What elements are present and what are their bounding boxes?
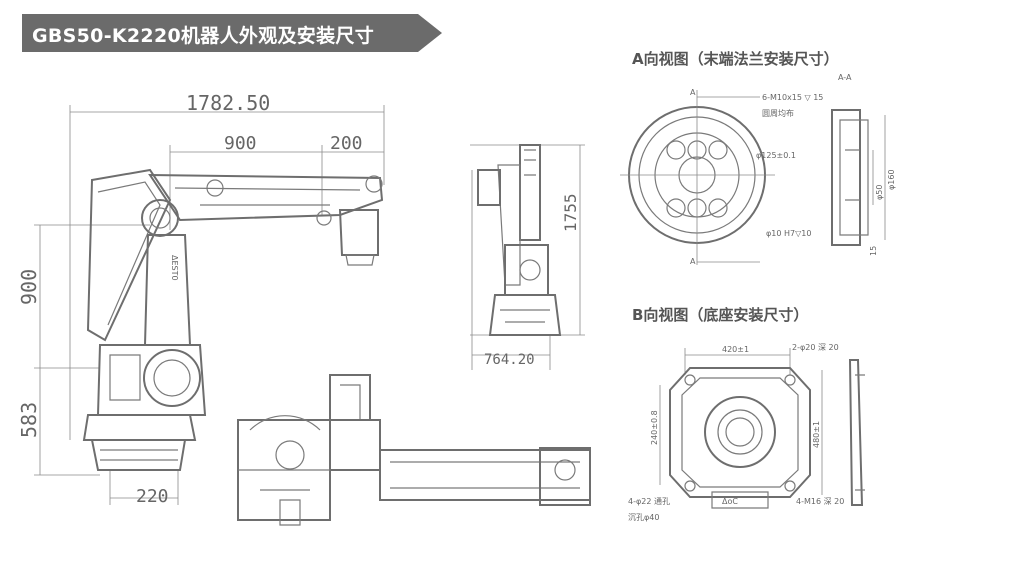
svg-text:A: A — [690, 257, 696, 266]
page-title: GBS50-K2220机器人外观及安装尺寸 — [32, 25, 374, 47]
note-d50: φ50 — [875, 185, 884, 200]
base-left: 240±0.8 — [650, 410, 659, 445]
dim-base-220: 220 — [136, 486, 169, 507]
side-view: 1755 764.20 — [470, 144, 585, 370]
dim-height-583: 583 — [17, 402, 41, 438]
dim-overall-reach: 1782.50 — [186, 91, 270, 115]
note-uniform: 圆周均布 — [762, 108, 794, 118]
header-banner: GBS50-K2220机器人外观及安装尺寸 — [22, 14, 442, 52]
base-width: 420±1 — [722, 345, 749, 354]
dim-arm-900: 900 — [224, 133, 257, 154]
dim-side-width: 764.20 — [484, 352, 535, 368]
a-view-title: A向视图（末端法兰安装尺寸） — [632, 50, 839, 68]
base-bottom-2: 沉孔φ40 — [628, 513, 659, 522]
base-right: 480±1 — [812, 421, 821, 448]
note-d160: φ160 — [887, 169, 896, 190]
base-bottom-1: 4-φ22 通孔 — [628, 496, 670, 506]
top-view — [237, 374, 591, 526]
note-pin: φ10 H7▽10 — [766, 229, 811, 238]
svg-text:ΔοC: ΔοC — [722, 497, 738, 506]
header-banner-shape — [22, 14, 442, 52]
front-view: 1782.50 900 200 900 583 220 ΔEST0 — [17, 91, 385, 507]
a-view-flange: A向视图（末端法兰安装尺寸） A-A A A 6-M10x15 ▽ 15 圆周均… — [620, 50, 896, 266]
svg-text:ΔEST0: ΔEST0 — [170, 255, 179, 281]
b-view-title: B向视图（底座安装尺寸） — [632, 306, 808, 324]
note-pcd: φ125±0.1 — [756, 151, 796, 160]
note-depth: 15 — [869, 246, 878, 256]
a-section-label: A-A — [838, 73, 852, 82]
dim-height-900: 900 — [17, 269, 41, 305]
svg-text:A: A — [690, 88, 696, 97]
dim-side-height: 1755 — [561, 193, 580, 232]
b-view-base: B向视图（底座安装尺寸） 420±1 2-φ20 深 20 ΔοC 240±0.… — [628, 306, 865, 522]
dim-arm-200: 200 — [330, 133, 363, 154]
base-holes: 2-φ20 深 20 — [792, 343, 839, 352]
note-bolt: 6-M10x15 ▽ 15 — [762, 93, 823, 102]
base-pin: 4-M16 深 20 — [796, 497, 844, 506]
